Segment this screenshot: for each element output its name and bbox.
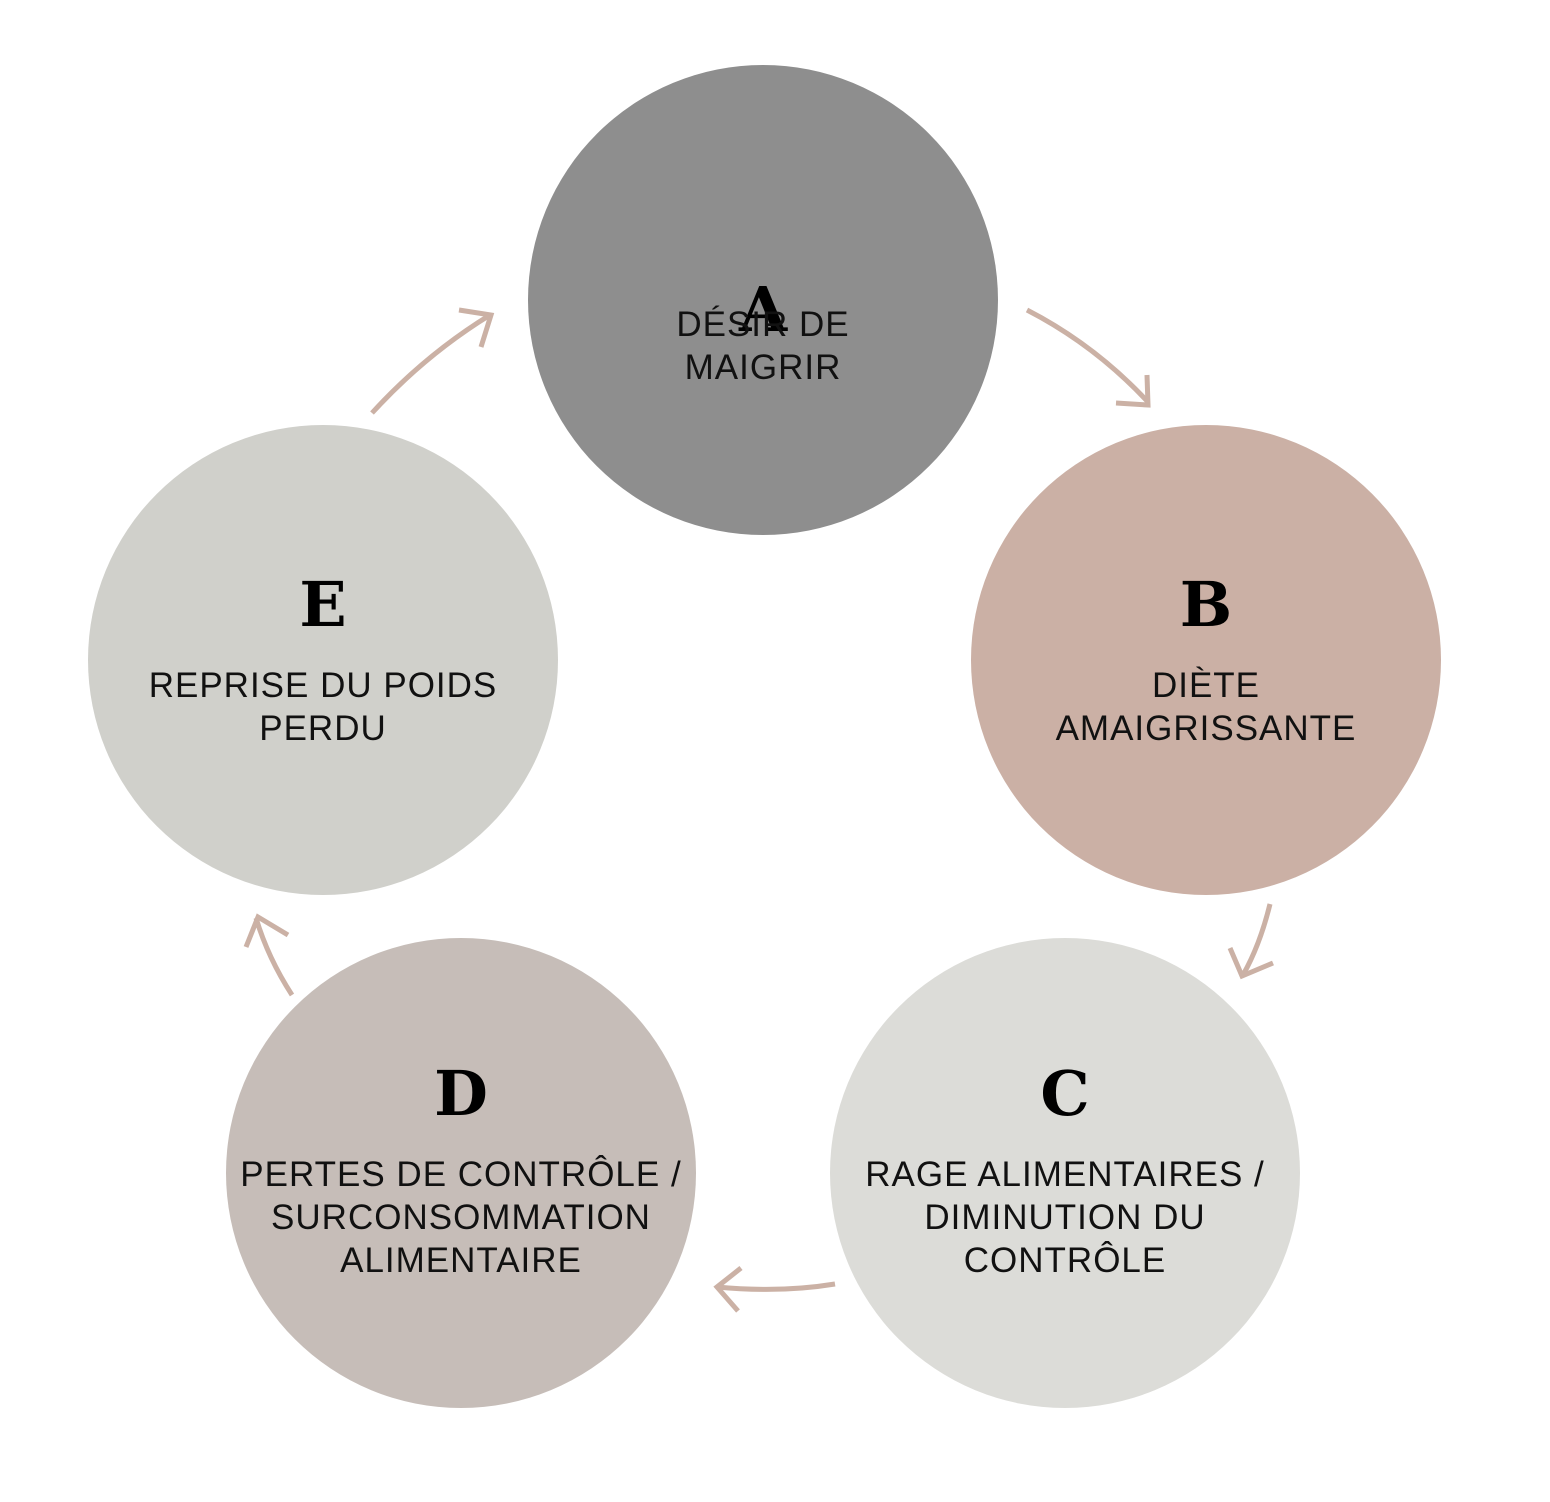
stage-e-label: REPRISE DU POIDS PERDU [148,666,498,748]
stage-b-circle: B DIÈTE AMAIGRISSANTE [971,425,1441,895]
stage-b-letter: B [1179,568,1233,641]
stage-e-letter: E [299,568,347,641]
arrow-a-to-b [1025,307,1151,408]
stage-e-circle: E REPRISE DU POIDS PERDU [88,425,558,895]
stage-a-label: DÉSIR DE MAIGRIR [676,305,850,387]
stage-a-letter: A [738,273,788,346]
stage-c-circle: C RAGE ALIMENTAIRES / DIMINUTION DU CONT… [830,938,1300,1408]
stage-a-circle: A DÉSIR DE MAIGRIR [528,65,998,535]
stage-b-label: DIÈTE AMAIGRISSANTE [1055,666,1357,748]
arrow-c-to-d [713,1266,836,1313]
arrow-d-to-e [243,913,295,997]
stage-d-circle: D PERTES DE CONTRÔLE / SURCONSOMMATION A… [226,938,696,1408]
arrow-b-to-c [1227,903,1274,980]
stage-d-letter: D [434,1057,488,1130]
arrow-e-to-a [370,307,495,415]
stage-d-label: PERTES DE CONTRÔLE / SURCONSOMMATION ALI… [240,1155,682,1280]
stage-c-label: RAGE ALIMENTAIRES / DIMINUTION DU CONTRÔ… [865,1155,1265,1280]
stage-c-letter: C [1040,1057,1090,1130]
